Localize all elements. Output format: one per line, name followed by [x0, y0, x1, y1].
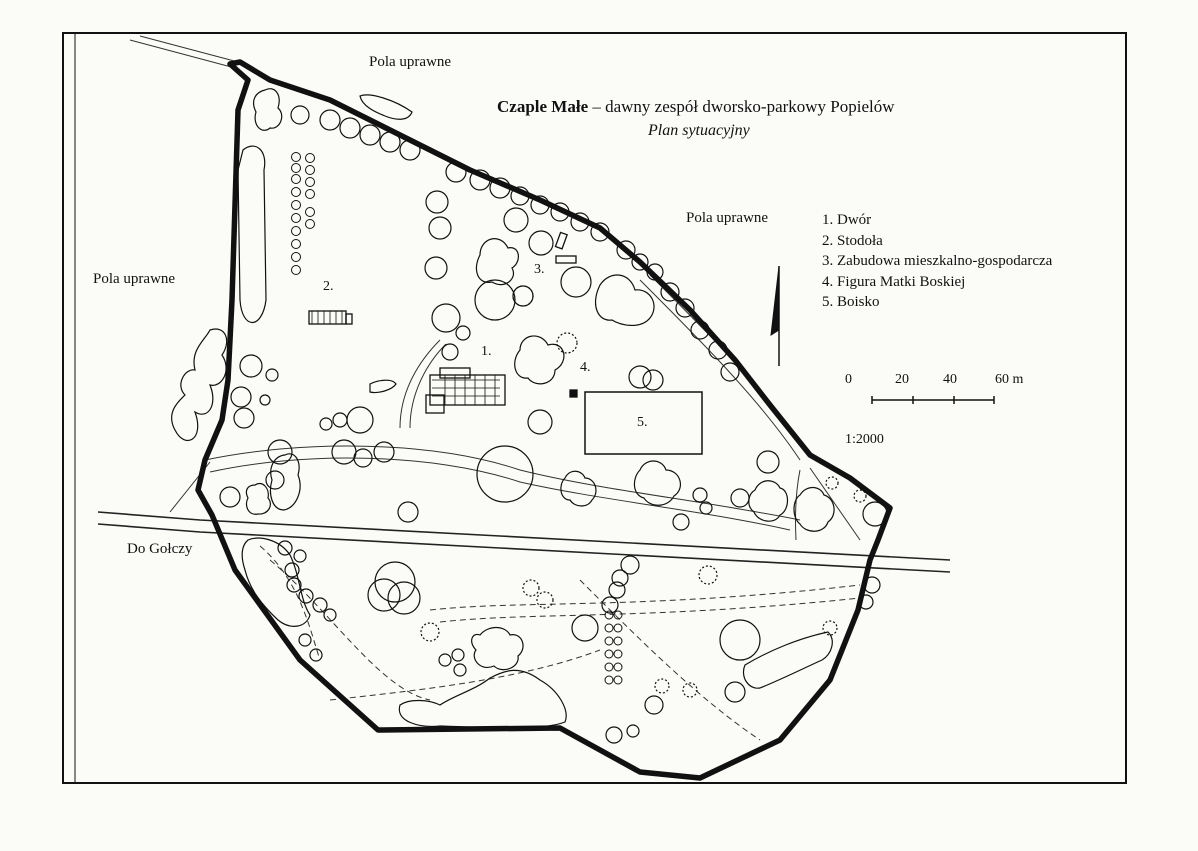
legend-item-sports-field: 5. Boisko: [822, 294, 880, 310]
legend: 1. Dwór 2. Stodoła 3. Zabudowa mieszkaln…: [822, 210, 1052, 313]
field-label-right: Pola uprawne: [686, 210, 769, 226]
map-number-1: 1.: [481, 344, 492, 359]
map-number-4: 4.: [580, 360, 591, 375]
map-title: Czaple Małe – dawny zespół dworsko-parko…: [497, 97, 895, 117]
conifers: [420, 285, 867, 698]
scale-ratio: 1:2000: [845, 432, 884, 447]
manor-building: [429, 374, 506, 406]
field-label-top: Pola uprawne: [369, 54, 452, 70]
field-label-left: Pola uprawne: [93, 271, 176, 287]
north-arrow-icon: [770, 265, 780, 366]
map-subtitle: Plan sytuacyjny: [648, 122, 750, 139]
legend-item-farm-buildings: 3. Zabudowa mieszkalno-gospodarcza: [822, 253, 1053, 269]
scale-tick-20: 20: [895, 372, 909, 387]
scale-tick-60: 60 m: [995, 372, 1024, 387]
sports-field: [584, 391, 703, 455]
barn-building: [308, 310, 347, 325]
legend-item-barn: 2. Stodoła: [822, 232, 883, 249]
map-number-2: 2.: [323, 279, 334, 294]
tree-clumps: [171, 88, 835, 729]
map-number-3: 3.: [534, 262, 545, 277]
road: [97, 511, 951, 573]
trees: [219, 105, 888, 744]
legend-item-manor: 1. Dwór: [822, 212, 872, 228]
shrine-figure: [569, 389, 578, 398]
tree-rows: [291, 152, 623, 685]
map-number-5: 5.: [637, 415, 648, 430]
park-boundary: [195, 59, 893, 781]
scale-bar-icon: [871, 396, 995, 404]
farm-building: [554, 231, 568, 250]
scale-tick-40: 40: [943, 372, 957, 387]
scale-tick-0: 0: [845, 372, 852, 387]
map-title-rest: – dawny zespół dworsko-parkowy Popielów: [588, 97, 895, 116]
map-frame: [62, 32, 1127, 784]
road-label: Do Gołczy: [127, 541, 193, 557]
map-title-bold: Czaple Małe: [497, 97, 589, 116]
legend-item-shrine: 4. Figura Matki Boskiej: [822, 273, 966, 290]
buildings: [308, 231, 703, 455]
